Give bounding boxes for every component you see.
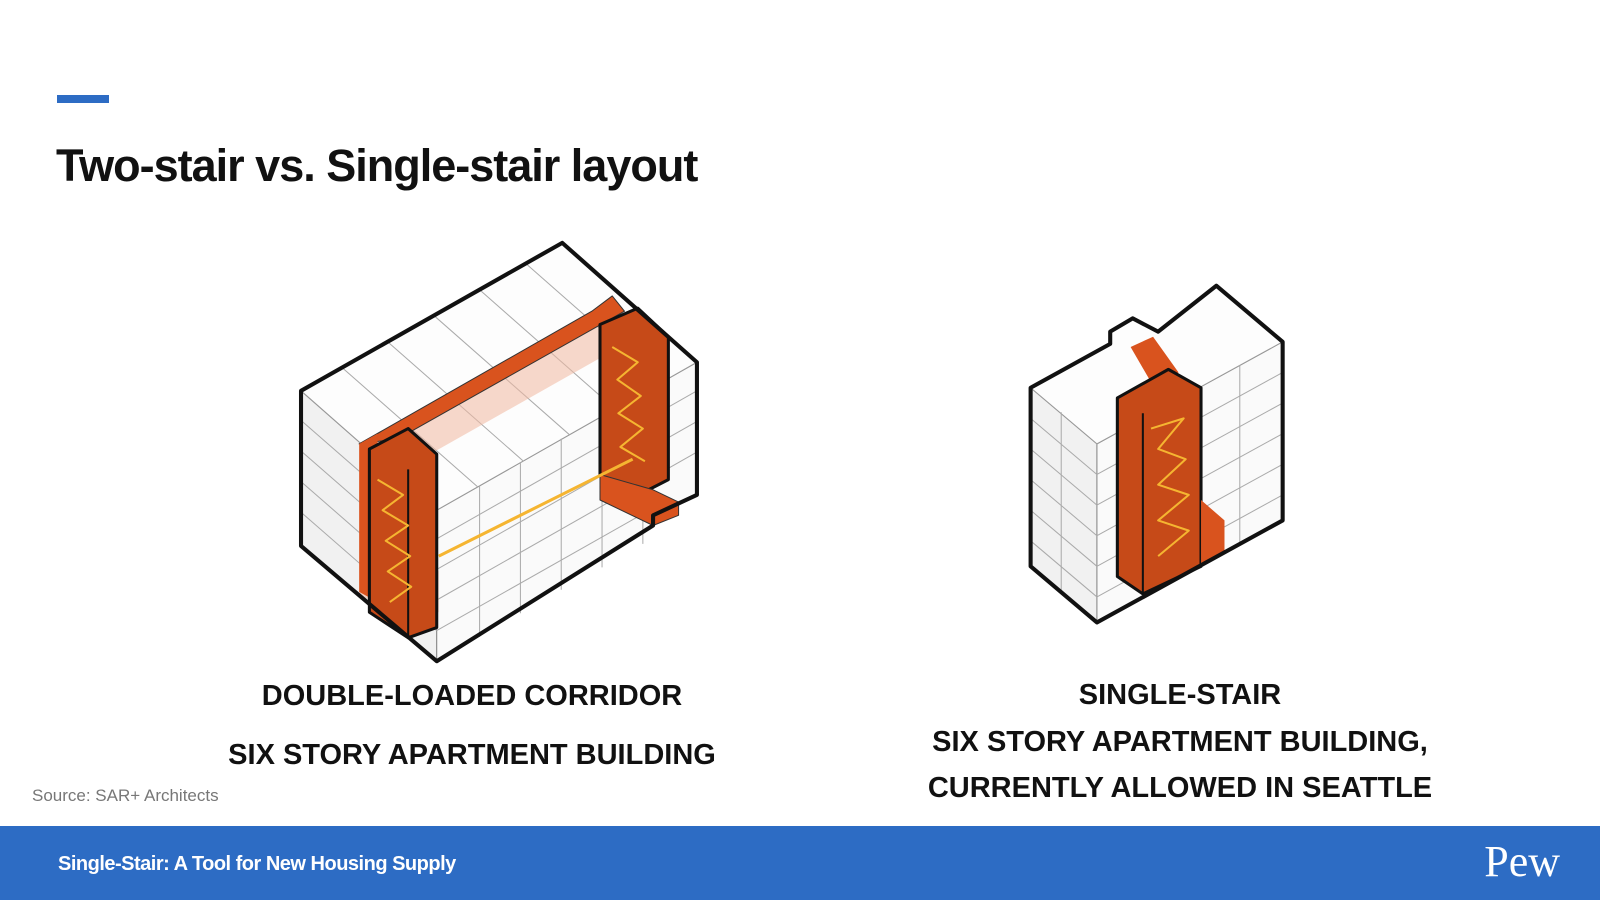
right-caption-line1: SINGLE-STAIR (1078, 679, 1282, 711)
footer-title: Single-Stair: A Tool for New Housing Sup… (58, 853, 456, 875)
two-stair-building-diagram (298, 240, 699, 664)
title-accent-bar (57, 95, 109, 103)
right-caption-line3: CURRENTLY ALLOWED IN SEATTLE (927, 772, 1433, 804)
right-caption-line2: SIX STORY APARTMENT BUILDING, (932, 726, 1428, 758)
left-caption-line1: DOUBLE-LOADED CORRIDOR (261, 680, 683, 712)
single-stair-building-diagram (1028, 283, 1285, 625)
page-title: Two-stair vs. Single-stair layout (56, 140, 698, 191)
source-note: Source: SAR+ Architects (32, 786, 219, 805)
left-caption-line2: SIX STORY APARTMENT BUILDING (228, 739, 716, 771)
pew-logo: Pew (1484, 837, 1560, 886)
footer-bar: Single-Stair: A Tool for New Housing Sup… (0, 826, 1600, 900)
